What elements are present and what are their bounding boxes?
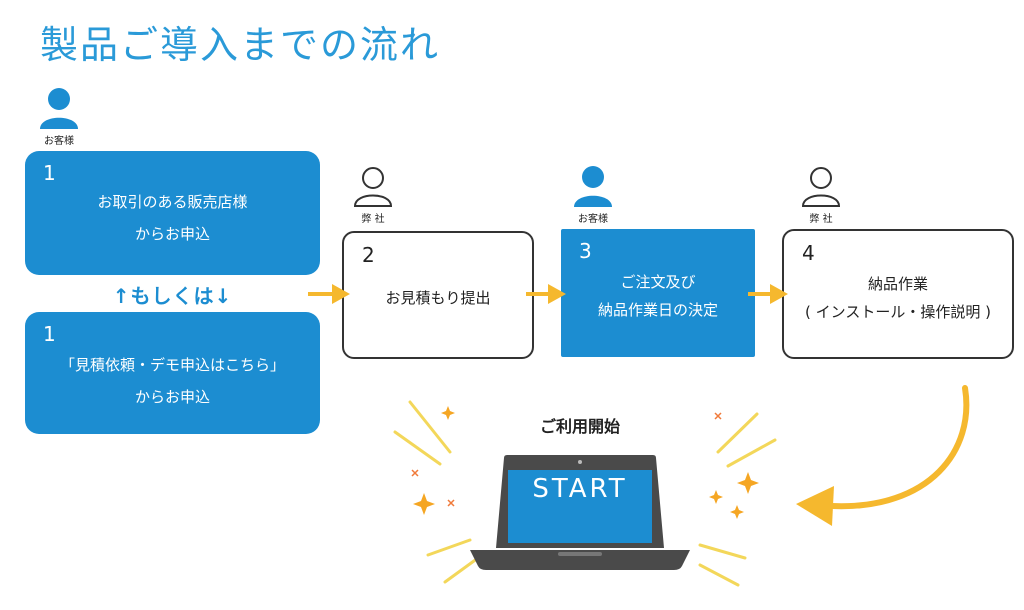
arrow-right-icon xyxy=(308,284,350,304)
company-label: 弊 社 xyxy=(809,214,833,225)
step-text-line1: お見積もり提出 xyxy=(385,289,491,307)
step-text-line2: ( インストール・操作説明 ) xyxy=(805,303,991,321)
sparkle-lines-right-icon xyxy=(698,412,777,587)
arrow-right-icon xyxy=(526,284,566,304)
customer-label: お客様 xyxy=(44,136,74,147)
step-text-line1: 納品作業 xyxy=(867,275,928,293)
step-number: 1 xyxy=(43,161,56,185)
company-label: 弊 社 xyxy=(361,214,385,225)
customer-icon-step3: お客様 xyxy=(563,164,623,225)
or-label: ↑もしくは↓ xyxy=(112,284,233,308)
step-number: 1 xyxy=(43,322,56,346)
step-text-line1: ご注文及び xyxy=(620,273,696,291)
step-text-line1: お取引のある販売店様 xyxy=(97,193,248,211)
sparkle-cross-icon xyxy=(411,412,722,507)
company-icon-step2: 弊 社 xyxy=(343,164,403,225)
step-text-line2: からお申込 xyxy=(134,388,210,406)
company-icon-step4: 弊 社 xyxy=(791,164,851,225)
sparkle-lines-left-icon xyxy=(393,400,480,584)
step1-web-box: 1 「見積依頼・デモ申込はこちら」 からお申込 xyxy=(25,312,320,434)
step3-order-box: 3 ご注文及び 納品作業日の決定 xyxy=(561,229,755,357)
page-title: 製品ご導入までの流れ xyxy=(40,23,441,67)
customer-label: お客様 xyxy=(578,214,608,225)
laptop-screen-text: START xyxy=(532,474,628,504)
step-number: 2 xyxy=(362,243,375,267)
start-usage-label: ご利用開始 xyxy=(539,417,620,436)
person-icon xyxy=(40,88,78,129)
step-text-line2: からお申込 xyxy=(134,225,210,243)
laptop-icon xyxy=(470,455,690,570)
step-text-line2: 納品作業日の決定 xyxy=(597,301,718,319)
person-outline-icon xyxy=(801,167,841,207)
arrow-right-icon xyxy=(748,284,788,304)
step-number: 4 xyxy=(802,241,815,265)
customer-icon-step1: お客様 xyxy=(29,86,89,147)
step-text-line1: 「見積依頼・デモ申込はこちら」 xyxy=(59,356,285,374)
person-icon xyxy=(574,166,612,207)
step1-dealer-box: 1 お取引のある販売店様 からお申込 xyxy=(25,151,320,275)
step4-delivery-box: 4 納品作業 ( インストール・操作説明 ) xyxy=(782,229,1014,359)
curved-arrow-icon xyxy=(796,385,970,526)
step-number: 3 xyxy=(579,239,592,263)
sparkle-stars-icon xyxy=(413,406,759,519)
person-outline-icon xyxy=(353,167,393,207)
